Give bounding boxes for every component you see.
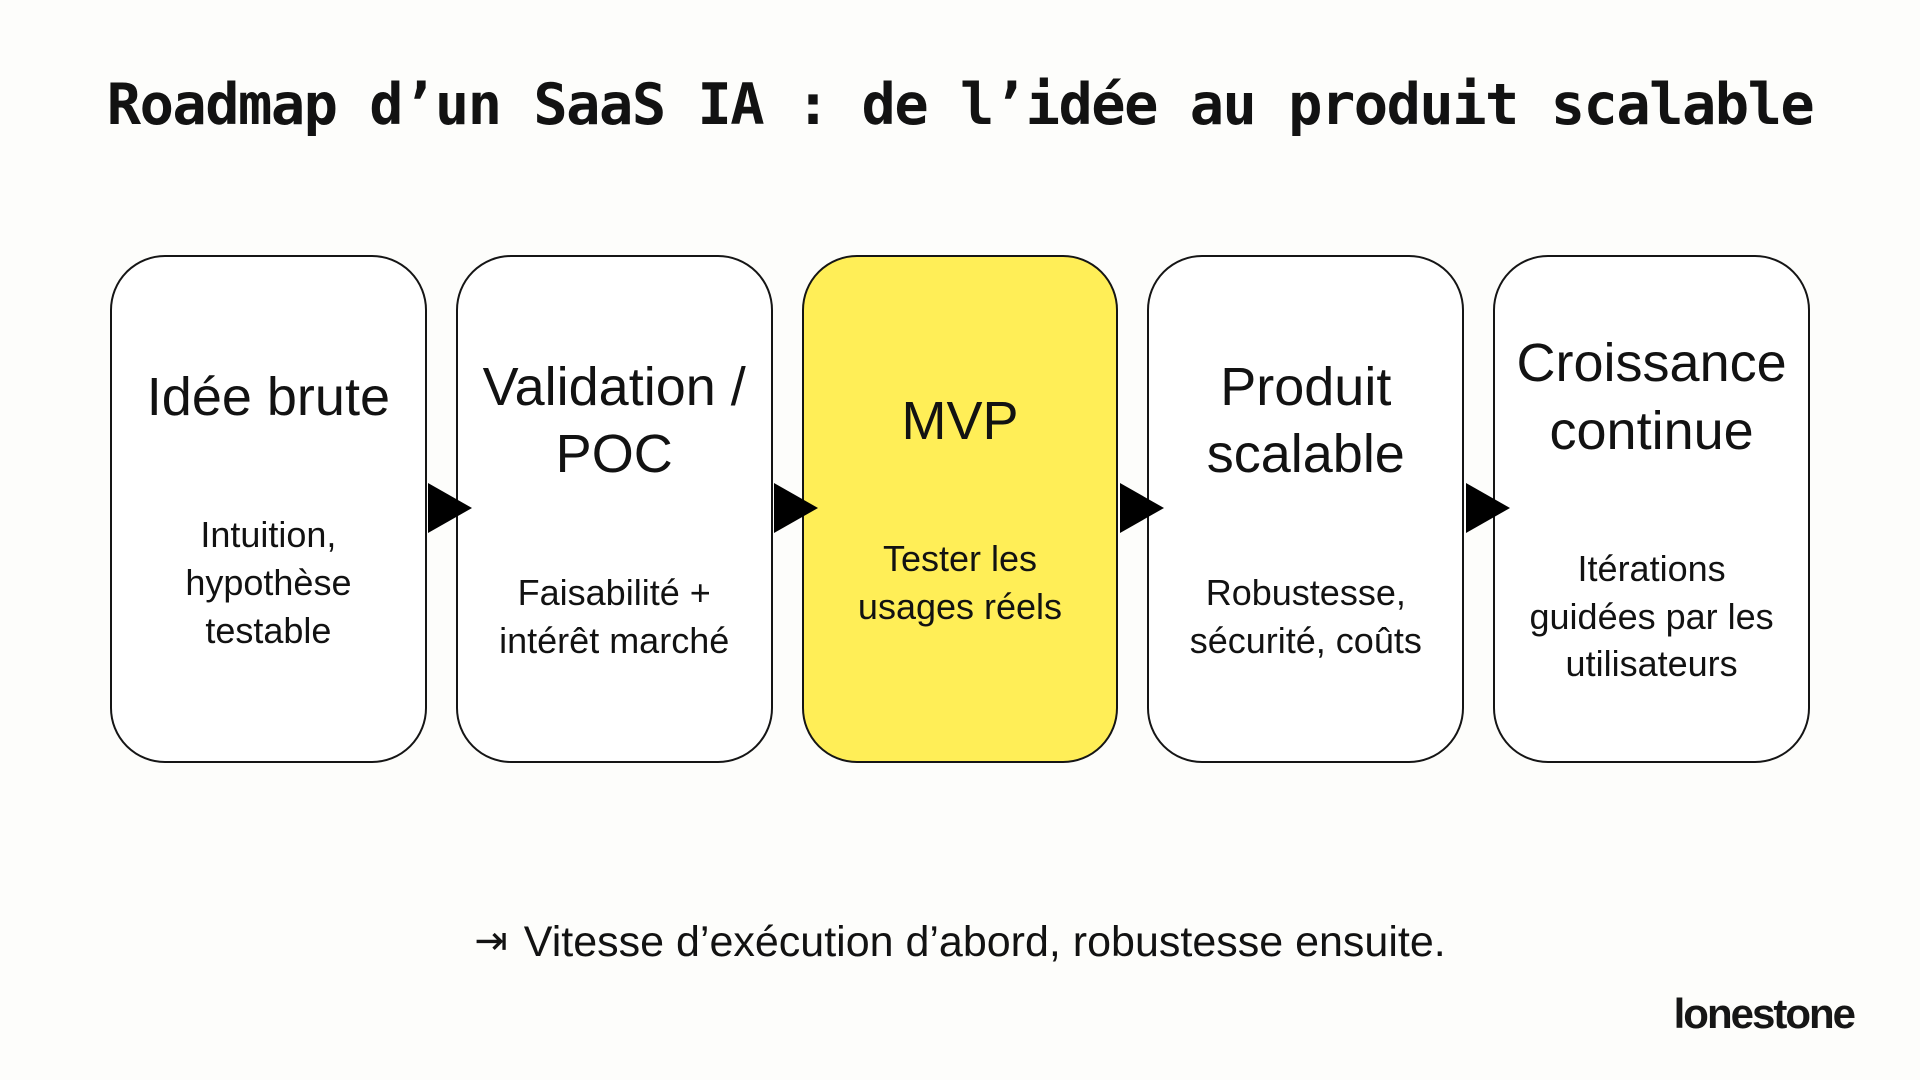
lonestone-logo: lonestone — [1673, 990, 1856, 1037]
stage-box-croissance-continue: Croissance continue Itérations guidées p… — [1493, 255, 1810, 763]
tab-arrow-icon: ⇥ — [474, 918, 508, 964]
flow-arrow-icon — [1466, 483, 1510, 533]
stage-heading: MVP — [901, 390, 1019, 451]
stage-box-mvp: MVP Tester les usages réels — [801, 255, 1119, 763]
stage-body: Itérations guidées par les utilisateurs — [1529, 548, 1774, 685]
stage-box-produit-scalable: Produit scalable Robustesse, sécurité, c… — [1147, 255, 1465, 763]
stage-body: Tester les usages réels — [857, 538, 1063, 627]
stage-heading: Croissance continue — [1516, 333, 1787, 461]
stage-heading: Idée brute — [146, 366, 390, 427]
stage-body: Intuition, hypothèse testable — [185, 514, 352, 651]
flow-arrow-icon — [774, 483, 818, 533]
stage-heading: Produit scalable — [1206, 356, 1405, 485]
flow-arrow-icon — [428, 483, 472, 533]
stage-heading: Validation / POC — [482, 356, 746, 485]
flow-arrow-icon — [1120, 483, 1164, 533]
page-title: Roadmap d’un SaaS IA : de l’idée au prod… — [106, 72, 1815, 138]
stage-body: Robustesse, sécurité, coûts — [1189, 571, 1422, 661]
footnote: ⇥ Vitesse d’exécution d’abord, robustesse… — [0, 918, 1920, 967]
stage-body: Faisabilité + intérêt marché — [499, 571, 730, 661]
roadmap-flow: Idée brute Intuition, hypothèse testable… — [110, 255, 1810, 763]
stage-box-idee-brute: Idée brute Intuition, hypothèse testable — [110, 255, 427, 763]
stage-box-validation-poc: Validation / POC Faisabilité + intérêt m… — [455, 255, 773, 763]
footnote-text: Vitesse d’exécution d’abord, robustesse … — [523, 918, 1446, 966]
